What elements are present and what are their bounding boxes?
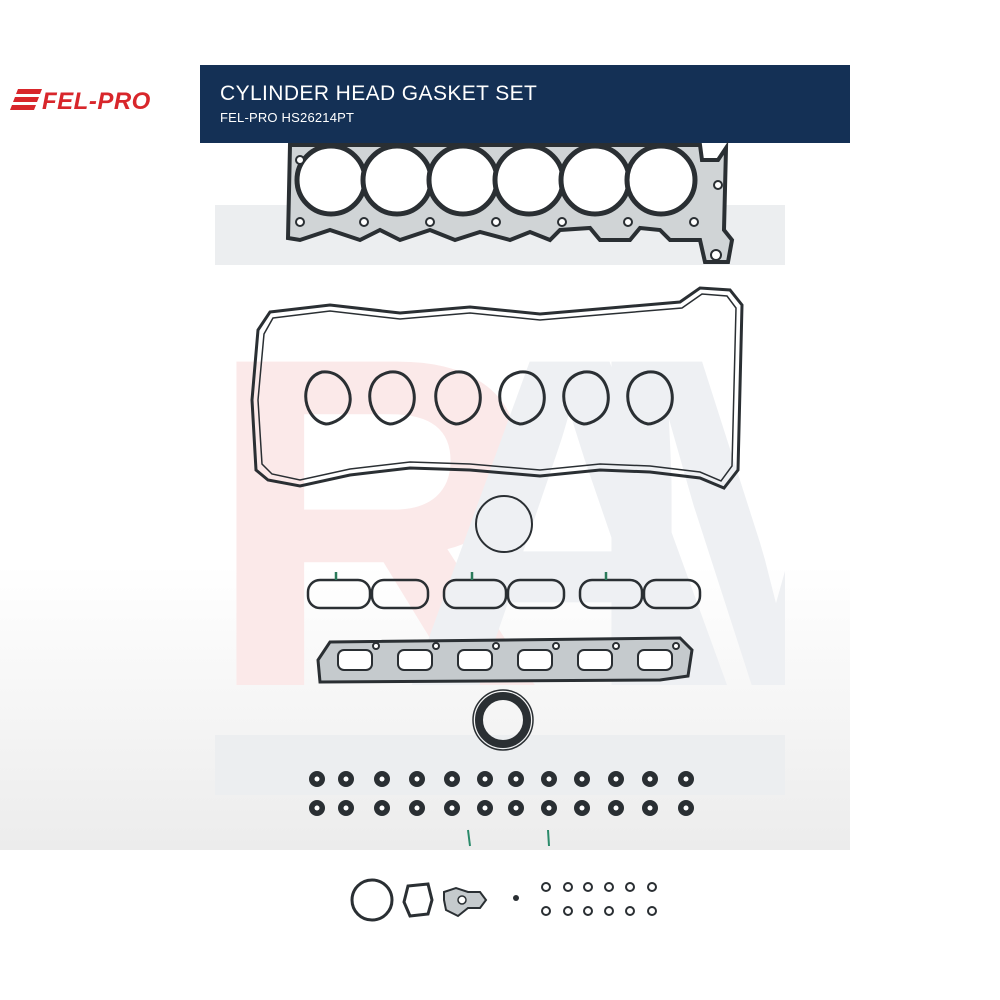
product-title: CYLINDER HEAD GASKET SET [220, 82, 538, 105]
o-ring [475, 495, 533, 553]
part-number: FEL-PRO HS26214PT [220, 110, 355, 125]
logo-text: FEL-PRO [42, 88, 151, 115]
crankshaft-seal [472, 689, 534, 751]
exhaust-manifold-gasket [316, 636, 694, 684]
valve-cover-gasket [250, 286, 744, 490]
misc-seals [350, 878, 657, 922]
title-bar: CYLINDER HEAD GASKET SET FEL-PRO HS26214… [200, 65, 850, 143]
valve-stem-seals [309, 771, 694, 816]
head-gasket [285, 141, 735, 264]
spark-plug-tube-seals [304, 370, 674, 426]
fel-pro-logo: FEL-PRO [10, 88, 151, 115]
small-clips [467, 829, 550, 847]
watermark-letter-m: M [580, 260, 785, 785]
watermark-letter-a: A [400, 260, 739, 785]
intake-manifold-gaskets [306, 572, 702, 610]
background-gradient-panel [0, 565, 850, 850]
